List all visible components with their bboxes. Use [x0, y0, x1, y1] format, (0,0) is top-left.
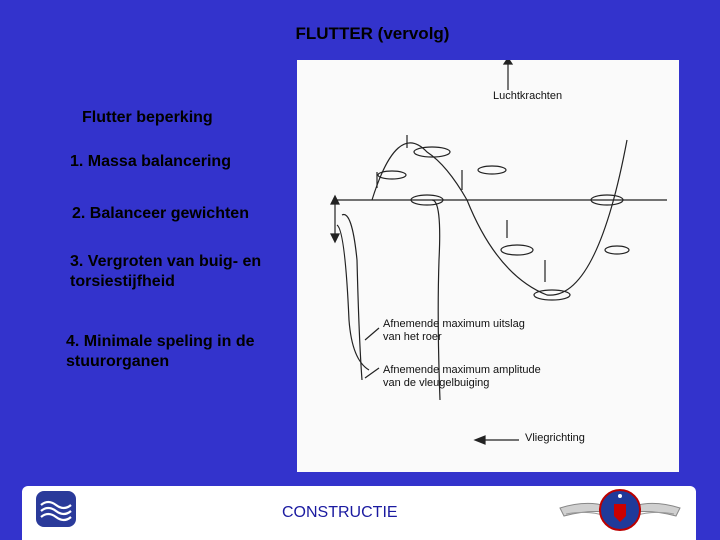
envelope-connector: [336, 224, 370, 371]
list-item-3: 3. Vergroten van buig- en torsiestijfhei…: [70, 253, 262, 290]
amplitude-arrow-head-top: [330, 194, 340, 205]
slide-title: FLUTTER (vervolg): [295, 24, 450, 43]
wing-bending-wave: [371, 139, 628, 296]
right-logo: [556, 486, 684, 534]
left-logo: [36, 491, 76, 527]
label-flight-direction: Vliegrichting: [525, 432, 585, 444]
label-wing-line1: Afnemende maximum amplitude: [383, 364, 541, 376]
label-wing: Afnemende maximum amplitude van de vleug…: [383, 364, 541, 390]
label-wing-line2: van de vleugelbuiging: [383, 377, 490, 389]
winged-emblem-icon: [559, 489, 681, 531]
list-item-1: 1. Massa balancering: [70, 153, 231, 170]
list-item-4: 4. Minimale speling in de stuurorganen: [66, 333, 255, 370]
wing-envelope-curve: [431, 199, 441, 401]
airfoil-8: [604, 245, 630, 255]
footer-bar: [22, 486, 696, 540]
airfoil-3: [477, 165, 507, 175]
force-arrow-head: [502, 60, 514, 65]
airfoil-7: [533, 289, 571, 301]
airfoil-2: [377, 170, 407, 180]
footer-label: CONSTRUCTIE: [282, 504, 398, 521]
list-item-2: 2. Balanceer gewichten: [72, 205, 249, 222]
heading-flutter-limitation: Flutter beperking: [82, 109, 213, 126]
flutter-diagram-svg: [330, 60, 667, 445]
wave-logo-icon: [36, 491, 76, 527]
rudder-leader-line: [364, 327, 380, 341]
wing-leader-line: [364, 367, 380, 379]
flutter-diagram: Luchtkrachten Afnemende maximum uitslag …: [297, 60, 679, 472]
label-air-forces: Luchtkrachten: [493, 90, 563, 102]
label-rudder-line2: van het roer: [383, 331, 442, 343]
airfoil-1: [413, 146, 451, 158]
airfoil-6: [500, 244, 534, 256]
label-rudder-line1: Afnemende maximum uitslag: [383, 318, 525, 330]
airfoil-4: [410, 194, 444, 206]
airfoil-5: [590, 194, 624, 206]
label-rudder: Afnemende maximum uitslag van het roer: [383, 318, 525, 344]
direction-arrow-head: [473, 435, 486, 445]
rudder-envelope-curve: [341, 214, 363, 381]
amplitude-arrow-head-bottom: [330, 233, 340, 244]
